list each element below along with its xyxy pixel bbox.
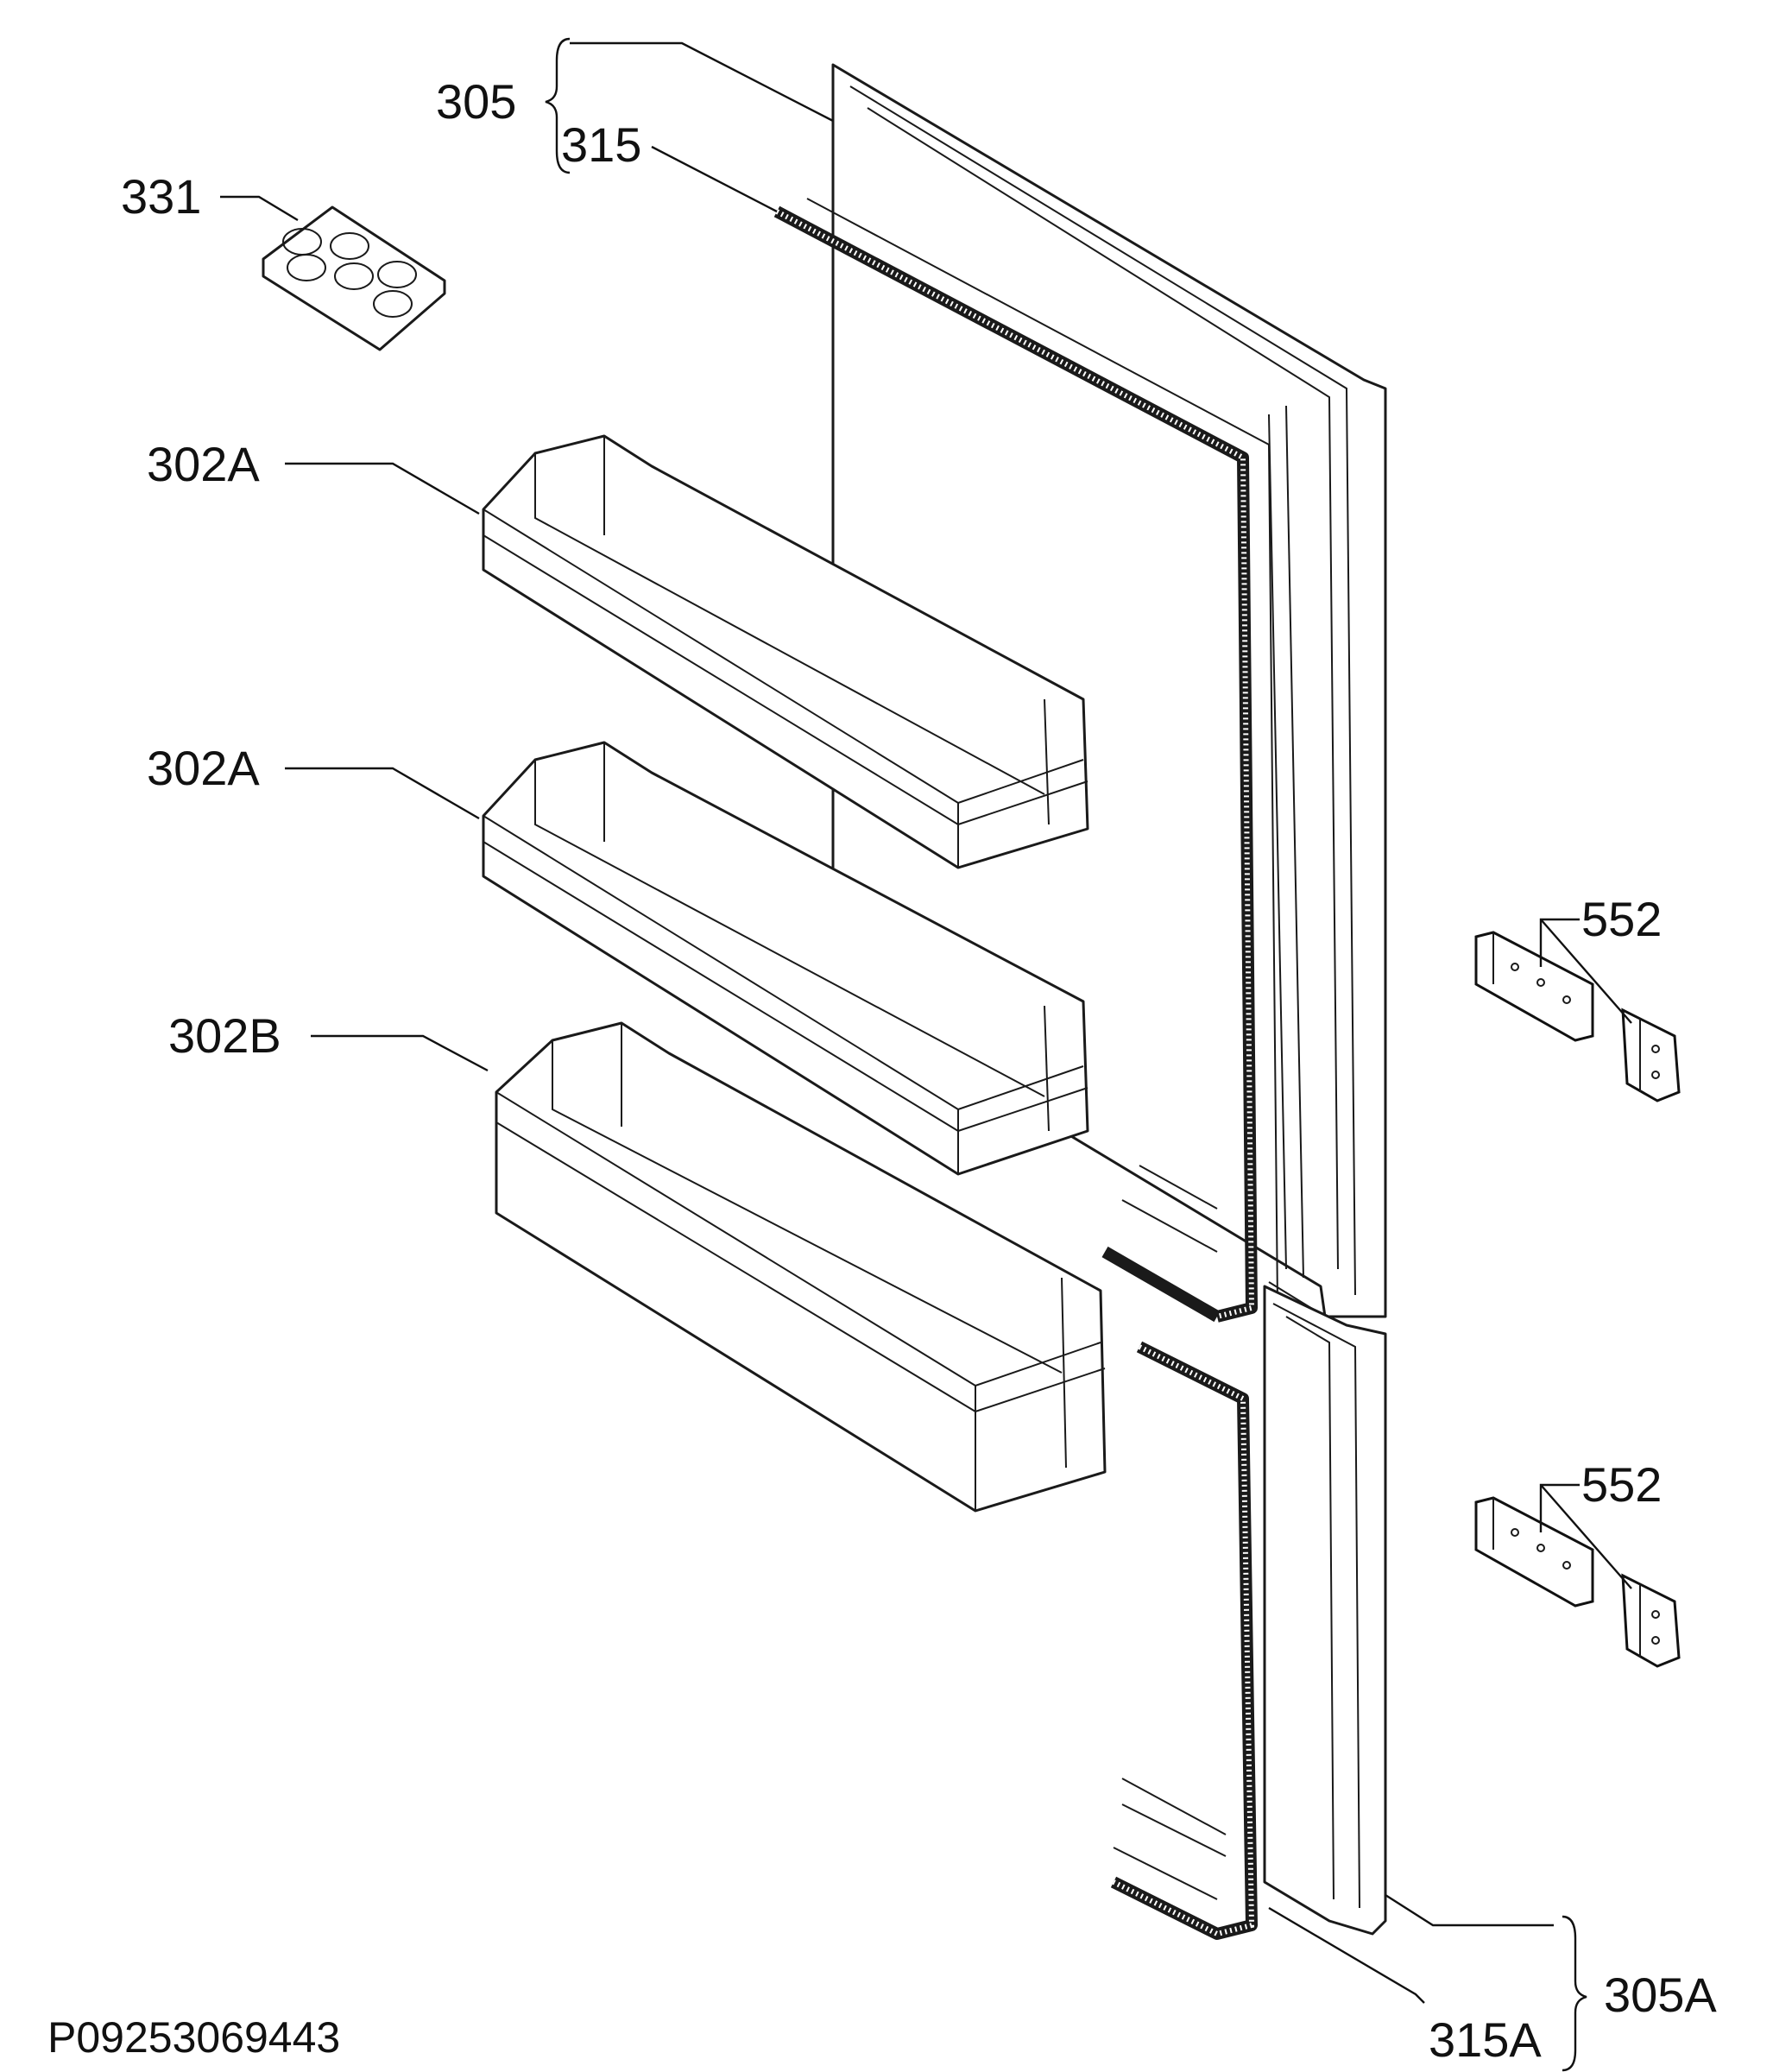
label-302a-top: 302A <box>147 437 260 491</box>
label-315: 315 <box>561 117 642 172</box>
label-552-lower: 552 <box>1581 1457 1663 1512</box>
label-315a: 315A <box>1429 2012 1542 2067</box>
label-331: 331 <box>121 169 202 224</box>
egg-tray-331 <box>262 205 446 351</box>
hinge-set-552-upper <box>1474 931 1681 1102</box>
label-305: 305 <box>436 74 517 129</box>
label-302b: 302B <box>168 1008 281 1063</box>
door-shelf-302b-bottom <box>495 1021 1107 1513</box>
leader-lines <box>220 37 1632 2072</box>
reference-code: P09253069443 <box>47 2013 341 2062</box>
label-552-upper: 552 <box>1581 892 1663 946</box>
upper-gasket-315 <box>773 198 1278 1323</box>
lower-gasket-315a <box>1110 1341 1258 1940</box>
label-302a-middle: 302A <box>147 741 260 795</box>
lower-door-305a <box>1263 1285 1387 1936</box>
label-305a: 305A <box>1604 1968 1717 2022</box>
door-shelf-302a-top <box>482 434 1089 869</box>
door-shelf-302a-middle <box>482 741 1089 1176</box>
hinge-set-552-lower <box>1474 1496 1681 1668</box>
